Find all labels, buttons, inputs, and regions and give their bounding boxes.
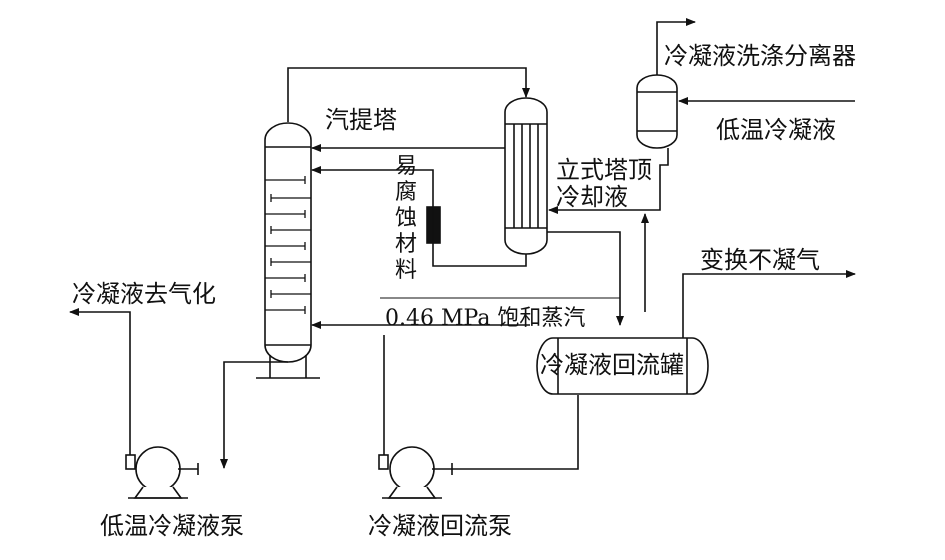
label-stripper: 汽提塔	[325, 106, 397, 134]
reflux-pump	[378, 446, 453, 499]
label-condensate-to-gasification: 冷凝液去气化	[72, 280, 216, 308]
label-shift-noncondensable: 变换不凝气	[700, 246, 820, 274]
washer-separator-vessel	[636, 74, 678, 149]
label-washer-separator: 冷凝液洗涤分离器	[664, 42, 856, 70]
column-trays	[265, 176, 311, 314]
process-lines	[69, 18, 856, 470]
label-reflux-pump: 冷凝液回流泵	[368, 512, 512, 540]
stripper-column	[256, 122, 320, 379]
label-low-temp-pump: 低温冷凝液泵	[100, 512, 244, 540]
label-reflux-tank: 冷凝液回流罐	[540, 351, 684, 379]
label-saturated-steam: 0.46 MPa 饱和蒸汽	[385, 306, 586, 331]
label-overhead-cooler: 立式塔顶冷却液	[556, 156, 652, 211]
label-low-temp-condensate: 低温冷凝液	[716, 116, 836, 144]
reflux-tank-vessel	[536, 337, 709, 395]
label-corrosion-material: 易腐蚀材料	[394, 154, 417, 283]
low-temp-condensate-pump	[125, 446, 199, 499]
overhead-condenser	[504, 97, 548, 255]
